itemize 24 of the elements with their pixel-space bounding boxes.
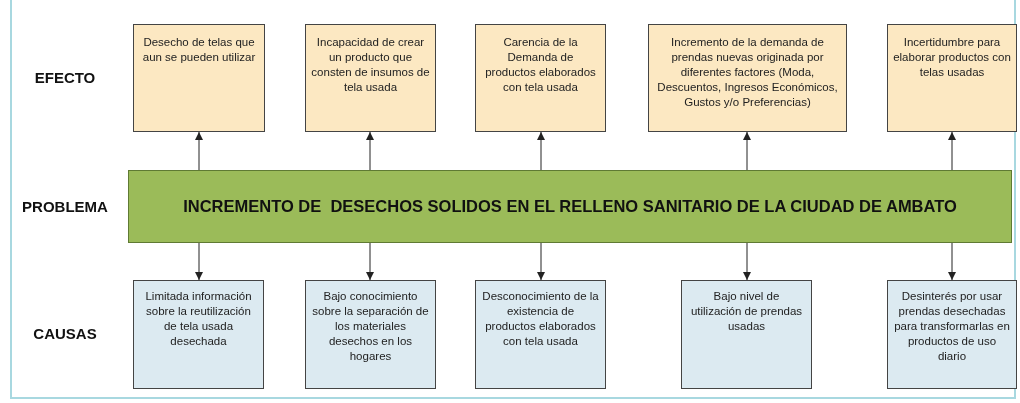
arrow	[366, 131, 374, 171]
arrow	[366, 242, 374, 281]
arrow	[948, 242, 956, 281]
arrow	[195, 131, 203, 171]
row-label: CAUSAS	[33, 324, 97, 342]
cause-box: Bajo nivel de utilización de prendas usadas	[681, 280, 812, 389]
cause-box: Desconocimiento de la existencia de productos elaborados con tela usada	[475, 280, 606, 389]
row-label: PROBLEMA	[22, 197, 108, 215]
effect-box: Incremento de la demanda de prendas nuevas originada por diferentes factores (Moda, Descuentos, Ingresos Económicos, Gustos y/o Preferencias)	[648, 24, 847, 132]
arrow	[537, 242, 545, 281]
arrow	[948, 131, 956, 171]
arrow	[743, 242, 751, 281]
effect-box: Carencia de la Demanda de productos elaborados con tela usada	[475, 24, 606, 132]
arrow	[195, 242, 203, 281]
cause-box: Desinterés por usar prendas desechadas para transformarlas en productos de uso diario	[887, 280, 1017, 389]
effect-box: Desecho de telas que aun se pueden utilizar	[133, 24, 265, 132]
row-label: EFECTO	[34, 68, 96, 86]
problem-bar: INCREMENTO DE DESECHOS SOLIDOS EN EL RELLENO SANITARIO DE LA CIUDAD DE AMBATO	[128, 170, 1012, 243]
effect-box: Incertidumbre para elaborar productos con telas usadas	[887, 24, 1017, 132]
arrow	[537, 131, 545, 171]
effect-box: Incapacidad de crear un producto que consten de insumos de tela usada	[305, 24, 436, 132]
cause-box: Limitada información sobre la reutilización de tela usada desechada	[133, 280, 264, 389]
arrow	[743, 131, 751, 171]
cause-box: Bajo conocimiento sobre la separación de los materiales desechos en los hogares	[305, 280, 436, 389]
